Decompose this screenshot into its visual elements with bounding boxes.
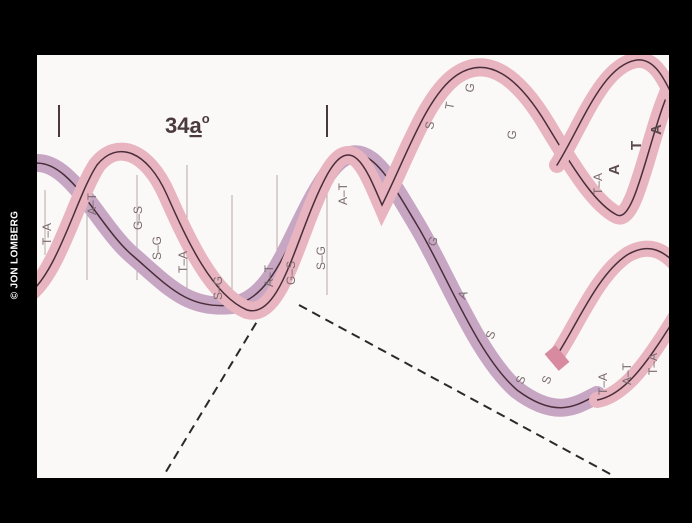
dna-strand-upper-right-outline xyxy=(556,59,669,166)
svg-text:A–T: A–T xyxy=(262,264,276,287)
angle-label: 34ao xyxy=(165,111,210,138)
svg-text:A–T: A–T xyxy=(620,362,634,385)
svg-text:G–S: G–S xyxy=(284,261,298,285)
photo-credit: © JON LOMBERG xyxy=(5,211,25,300)
dna-strand-lower-right-b-outline xyxy=(596,326,669,401)
svg-text:S: S xyxy=(422,120,437,130)
dna-strand-front xyxy=(37,58,669,320)
credit-text: © JON LOMBERG xyxy=(9,210,21,300)
base-labels-left: T–A A–T G–S S–G T–A S–G A–T G–S S–G A–T xyxy=(40,182,350,300)
svg-text:A–T: A–T xyxy=(85,192,99,215)
svg-text:T: T xyxy=(628,141,645,150)
dna-strand-front-outline xyxy=(37,66,669,312)
svg-text:T–A: T–A xyxy=(596,373,610,395)
svg-text:A: A xyxy=(606,164,623,175)
svg-text:S: S xyxy=(539,374,555,386)
dna-illustration-frame: 34ao T–A A–T xyxy=(37,55,669,478)
svg-text:G–S: G–S xyxy=(131,206,145,230)
base-labels-upper-right: S T G G T–A A T A xyxy=(422,82,665,195)
dna-strand-lower-right-outline xyxy=(556,247,669,356)
svg-text:A: A xyxy=(648,124,665,135)
svg-text:T: T xyxy=(442,100,457,110)
dna-helix-drawing: 34ao T–A A–T xyxy=(37,55,669,476)
svg-text:T–A: T–A xyxy=(646,353,660,375)
svg-text:G: G xyxy=(504,129,519,141)
svg-text:T–A: T–A xyxy=(176,251,190,273)
svg-text:S–G: S–G xyxy=(314,246,328,270)
svg-text:G: G xyxy=(462,82,477,94)
svg-text:S–G: S–G xyxy=(211,276,225,300)
base-labels-lower-right: T–A A–T T–A xyxy=(596,353,660,395)
svg-text:S–G: S–G xyxy=(150,236,164,260)
svg-text:T–A: T–A xyxy=(40,223,54,245)
svg-text:A–T: A–T xyxy=(336,182,350,205)
svg-text:G: G xyxy=(425,234,441,248)
dashed-line-left xyxy=(163,309,265,476)
strand-end-cap xyxy=(544,345,570,371)
svg-text:T–A: T–A xyxy=(591,173,605,195)
